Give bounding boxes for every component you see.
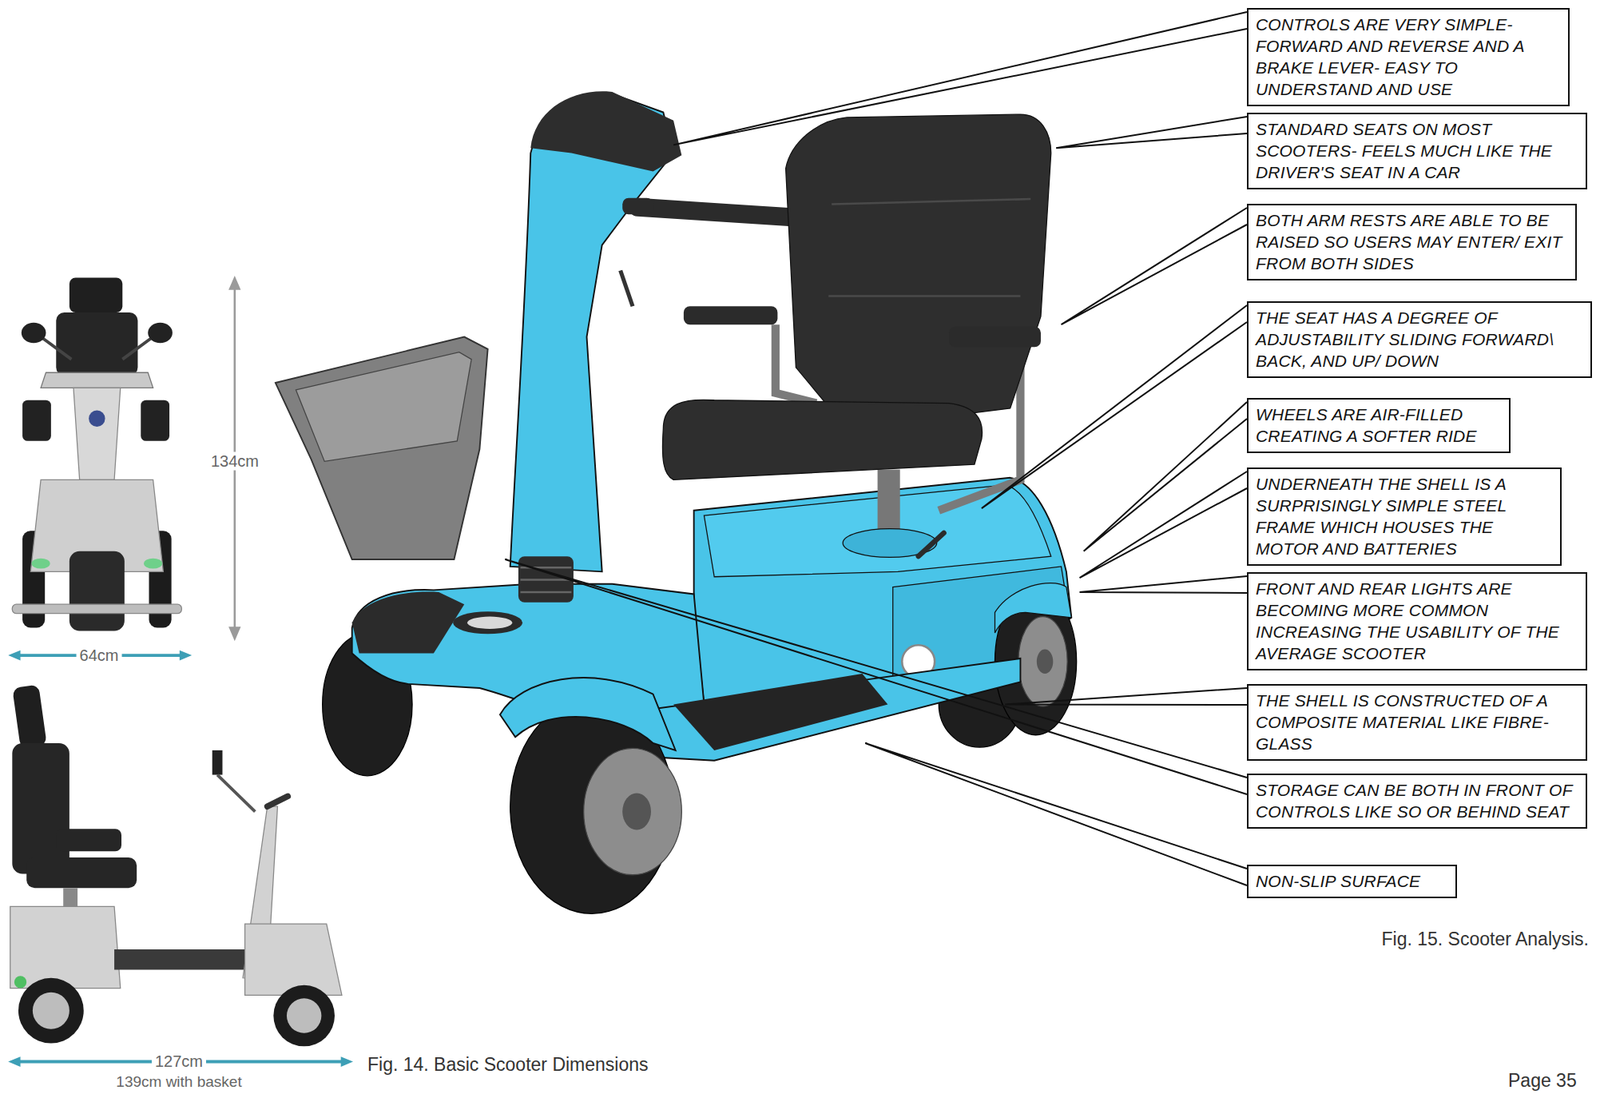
leader-line <box>673 11 1247 145</box>
leader-line <box>1056 116 1247 148</box>
page-number: Page 35 <box>1504 1069 1581 1092</box>
footplate <box>673 673 888 751</box>
armrest <box>948 326 1041 348</box>
mirror <box>147 322 173 344</box>
hub-centre <box>622 793 652 830</box>
light <box>14 975 27 988</box>
seat-back <box>11 742 70 874</box>
leader-line <box>1083 401 1247 552</box>
front-wheel <box>69 551 125 632</box>
dimension-label: 64cm <box>76 646 123 665</box>
leader-line <box>1061 207 1247 325</box>
figure-caption: Fig. 14. Basic Scooter Dimensions <box>364 1053 652 1076</box>
rear-shroud <box>10 905 121 988</box>
arrowhead <box>341 1056 354 1067</box>
callout-box: THE SEAT HAS A DEGREE OF ADJUSTABILITY S… <box>1246 301 1593 378</box>
wheel <box>273 984 335 1047</box>
hub <box>583 747 683 874</box>
callout-box: THE SHELL IS CONSTRUCTED OF A COMPOSITE … <box>1246 683 1588 761</box>
callout-box: CONTROLS ARE VERY SIMPLE- FORWARD AND RE… <box>1246 7 1570 107</box>
dimension-label: 134cm <box>207 452 263 471</box>
bellows-rib <box>520 591 572 594</box>
hub <box>286 997 322 1033</box>
mirror-arm <box>122 337 153 360</box>
leader-line <box>981 305 1247 509</box>
arrowhead <box>228 275 241 290</box>
front-bumper <box>352 591 465 654</box>
mirror <box>21 322 47 344</box>
front-fender <box>500 677 676 751</box>
callout-text: WHEELS ARE AIR-FILLED CREATING A SOFTER … <box>1255 403 1503 447</box>
hub-centre <box>1036 648 1053 674</box>
seat-back <box>786 114 1052 429</box>
mirror-arm <box>40 337 72 360</box>
bumper <box>11 603 182 613</box>
callout-text: STANDARD SEATS ON MOST SCOOTERS- FEELS M… <box>1255 118 1580 183</box>
figure-caption: Fig. 15. Scooter Analysis. <box>1377 928 1593 950</box>
tiller-cap <box>530 91 682 171</box>
callout-text: BOTH ARM RESTS ARE ABLE TO BE RAISED SO … <box>1255 209 1569 274</box>
hub <box>32 992 70 1029</box>
armrest <box>55 828 122 851</box>
hub <box>1018 616 1068 707</box>
arrowhead <box>179 650 192 661</box>
callout-text: FRONT AND REAR LIGHTS ARE BECOMING MORE … <box>1255 577 1580 664</box>
callout-box: BOTH ARM RESTS ARE ABLE TO BE RAISED SO … <box>1246 203 1577 281</box>
callout-box: WHEELS ARE AIR-FILLED CREATING A SOFTER … <box>1246 397 1511 453</box>
mirror <box>212 750 223 775</box>
front-grille <box>467 616 513 629</box>
leader-line <box>1079 575 1247 593</box>
armrest <box>140 400 170 441</box>
arrowhead <box>7 1056 20 1067</box>
mirror-arm <box>217 774 255 812</box>
seat-cushion <box>26 857 137 888</box>
light <box>31 558 51 569</box>
seat-lever <box>918 532 945 556</box>
front-shroud <box>245 923 342 995</box>
bellows <box>518 555 574 602</box>
basket-inside <box>295 352 472 462</box>
arrowhead <box>228 626 241 641</box>
deck <box>114 948 251 970</box>
bellows-rib <box>520 578 572 581</box>
callout-box: UNDERNEATH THE SHELL IS A SURPRISINGLY S… <box>1246 467 1562 566</box>
leader-line <box>504 559 1247 795</box>
callout-text: NON-SLIP SURFACE <box>1255 869 1450 892</box>
callout-text: THE SHELL IS CONSTRUCTED OF A COMPOSITE … <box>1255 689 1580 755</box>
callout-text: STORAGE CAN BE BOTH IN FRONT OF CONTROLS… <box>1255 778 1580 822</box>
handlebar <box>267 795 289 806</box>
headrest <box>11 683 48 749</box>
callout-box: NON-SLIP SURFACE <box>1246 864 1458 898</box>
dimension-label: 127cm <box>151 1052 207 1071</box>
armrest <box>22 400 52 441</box>
armrest <box>683 305 779 325</box>
dimension-label: 139cm with basket <box>112 1072 245 1091</box>
tiller <box>73 387 121 480</box>
callout-text: CONTROLS ARE VERY SIMPLE- FORWARD AND RE… <box>1255 13 1562 100</box>
leader-line <box>1079 471 1247 578</box>
callout-box: FRONT AND REAR LIGHTS ARE BECOMING MORE … <box>1246 571 1588 671</box>
basket <box>275 337 489 560</box>
light <box>143 558 163 569</box>
arrowhead <box>7 650 20 661</box>
callout-box: STORAGE CAN BE BOTH IN FRONT OF CONTROLS… <box>1246 773 1588 829</box>
callout-box: STANDARD SEATS ON MOST SCOOTERS- FEELS M… <box>1246 112 1588 190</box>
callout-text: THE SEAT HAS A DEGREE OF ADJUSTABILITY S… <box>1255 306 1585 372</box>
leader-line <box>865 742 1247 886</box>
seat-seam <box>828 198 1031 296</box>
handle-grip <box>622 198 653 215</box>
handlebar <box>40 372 154 388</box>
rear-fender <box>994 583 1072 633</box>
wheel <box>18 977 84 1044</box>
front-grille <box>452 611 523 634</box>
brake-lever <box>620 270 633 307</box>
callout-text: UNDERNEATH THE SHELL IS A SURPRISINGLY S… <box>1255 472 1554 560</box>
leader-line <box>1004 687 1247 705</box>
seat-cushion <box>662 399 982 480</box>
logo <box>88 410 105 427</box>
headrest <box>69 277 123 312</box>
seat-back <box>55 312 138 376</box>
